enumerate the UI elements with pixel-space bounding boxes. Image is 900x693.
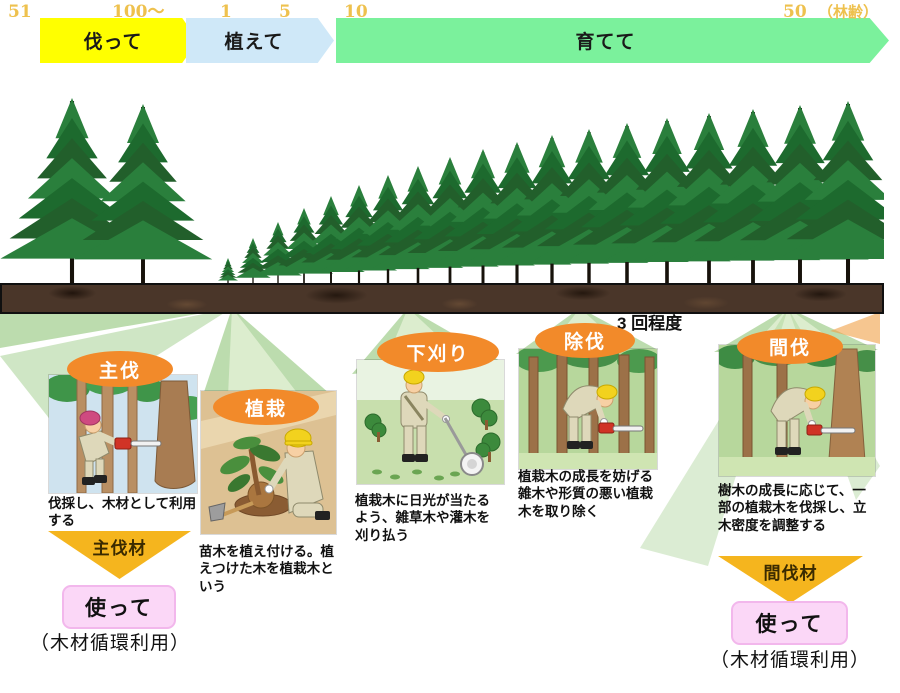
flow-arrow-cut: 伐って — [40, 18, 198, 63]
use-box-right: 使って — [731, 601, 848, 645]
planting-description: 苗木を植え付ける。植えつけた木を植栽木という — [199, 544, 334, 594]
thinning-description: 樹木の成長に応じて、一部の植栽木を伐採し、立木密度を調整する — [718, 483, 867, 533]
flow-arrow-grow: 育てて — [336, 18, 889, 63]
wood-cycle-caption-right: （木材循環利用） — [710, 650, 871, 671]
age-label-50: 50 — [783, 2, 807, 22]
age-unit-label: （林齢） — [818, 3, 879, 21]
flow-arrow-plant-label: 植えて — [224, 32, 284, 53]
thinning-illustration — [718, 344, 876, 477]
age-label-51: 51 — [8, 2, 32, 22]
cleaning-cut-description: 植栽木の成長を妨げる雑木や形質の悪い植栽木を取り除く — [518, 469, 653, 519]
thinning-material-arrow: 間伐材 — [718, 556, 863, 603]
final-cut-material-label: 主伐材 — [92, 539, 147, 558]
age-label-5: 5 — [279, 2, 291, 22]
weeding-illustration — [356, 359, 505, 485]
stage-badge-weeding-label: 下刈り — [406, 343, 470, 365]
weeding-description: 植栽木に日光が当たるよう、雑草木や灌木を刈り払う — [355, 493, 490, 543]
final-cut-material-arrow: 主伐材 — [48, 531, 191, 579]
final-cut-description: 伐採し、木材として利用する — [48, 496, 197, 529]
flow-arrow-grow-label: 育てて — [575, 32, 636, 53]
flow-arrow-plant: 植えて — [186, 18, 334, 63]
stage-badge-cleaning-cut: 除伐 — [535, 323, 635, 358]
stage-badge-thinning-label: 間伐 — [768, 338, 811, 359]
final-cut-illustration — [48, 374, 198, 494]
stage-badge-planting: 植栽 — [213, 389, 319, 425]
stage-badge-final-cut: 主伐 — [67, 351, 173, 387]
stage-badge-final-cut-label: 主伐 — [98, 360, 141, 382]
stage-badge-cleaning-cut-label: 除伐 — [563, 332, 606, 353]
use-box-left: 使って — [62, 585, 176, 629]
flow-arrow-cut-label: 伐って — [83, 32, 143, 53]
wood-cycle-caption-left: （木材循環利用） — [30, 633, 191, 654]
stage-badge-planting-label: 植栽 — [244, 398, 287, 420]
forest-growth-illustration — [0, 98, 884, 284]
age-label-10: 10 — [344, 2, 368, 22]
timeline-bar — [0, 283, 884, 314]
thinning-material-label: 間伐材 — [763, 564, 818, 583]
age-label-100: 100～ — [112, 2, 165, 22]
stage-badge-thinning: 間伐 — [737, 329, 843, 364]
cleaning-cut-illustration — [518, 348, 658, 470]
stage-badge-weeding: 下刈り — [377, 332, 499, 372]
age-label-1: 1 — [220, 2, 232, 22]
